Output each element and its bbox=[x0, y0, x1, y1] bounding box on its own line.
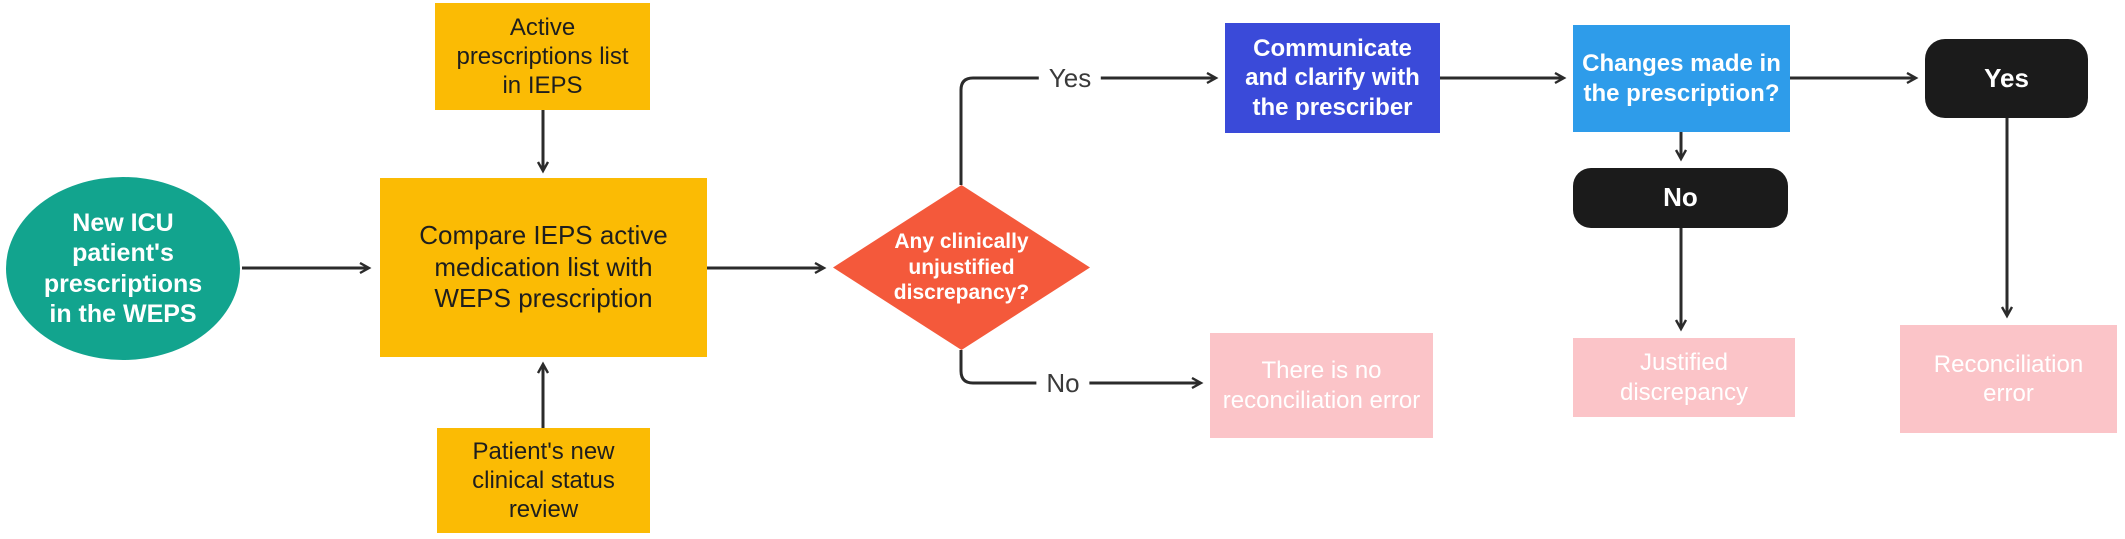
node-yes-pill: Yes bbox=[1925, 39, 2088, 118]
node-changes-made: Changes made in the prescription? bbox=[1573, 25, 1790, 132]
node-reconciliation-error: Reconciliation error bbox=[1900, 325, 2117, 433]
node-start-ellipse: New ICU patient's prescriptions in the W… bbox=[6, 177, 240, 360]
node-no-pill: No bbox=[1573, 168, 1788, 228]
edge-label-no: No bbox=[1036, 368, 1090, 398]
node-clinical-status-review: Patient's new clinical status review bbox=[437, 428, 650, 533]
node-no-reconciliation-error: There is no reconciliation error bbox=[1210, 333, 1433, 438]
node-communicate-prescriber: Communicate and clarify with the prescri… bbox=[1225, 23, 1440, 133]
edge-decision-yes-branch bbox=[959, 78, 1215, 185]
node-compare-medication-lists: Compare IEPS active medication list with… bbox=[380, 178, 707, 357]
edge-decision-no-branch bbox=[959, 350, 1200, 383]
node-active-prescriptions-list: Active prescriptions list in IEPS bbox=[435, 3, 650, 110]
node-justified-discrepancy: Justified discrepancy bbox=[1573, 338, 1795, 417]
edge-label-yes: Yes bbox=[1038, 63, 1102, 93]
